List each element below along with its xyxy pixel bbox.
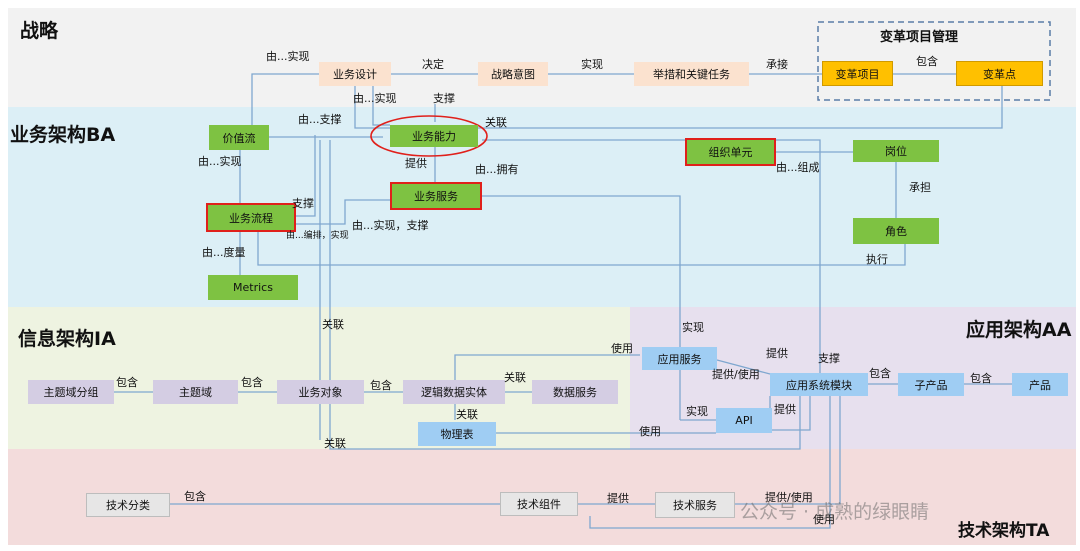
- node-data-service[interactable]: 数据服务: [532, 380, 618, 404]
- rel-contain-3: 包含: [116, 376, 138, 389]
- node-tech-service[interactable]: 技术服务: [655, 492, 735, 518]
- rel-measured-by: 由...度量: [202, 246, 246, 259]
- rel-support-3: 支撑: [818, 352, 840, 365]
- reform-group-border: [817, 21, 1051, 101]
- rel-provide-3: 提供: [774, 403, 796, 416]
- rel-provide-2: 提供: [766, 347, 788, 360]
- node-tech-component[interactable]: 技术组件: [500, 492, 578, 516]
- node-business-capability[interactable]: 业务能力: [390, 125, 478, 147]
- node-business-process[interactable]: 业务流程: [206, 203, 296, 232]
- rel-use-1: 使用: [611, 342, 633, 355]
- node-sub-product[interactable]: 子产品: [898, 373, 964, 396]
- node-app-system-module[interactable]: 应用系统模块: [770, 373, 868, 396]
- node-business-design[interactable]: 业务设计: [319, 62, 391, 86]
- rel-realize-3: 实现: [686, 405, 708, 418]
- node-measures-tasks[interactable]: 举措和关键任务: [634, 62, 749, 86]
- node-api[interactable]: API: [716, 408, 772, 433]
- rel-associate-2: 关联: [322, 318, 344, 331]
- rel-provide-use-2: 提供/使用: [765, 491, 813, 504]
- node-logical-data-entity[interactable]: 逻辑数据实体: [403, 380, 505, 404]
- node-subject-domain-group[interactable]: 主题域分组: [28, 380, 114, 404]
- rel-associate-4: 关联: [456, 408, 478, 421]
- node-subject-domain[interactable]: 主题域: [153, 380, 238, 404]
- aa-title: 应用架构AA: [966, 319, 1072, 341]
- rel-owned-by: 由...拥有: [475, 163, 519, 176]
- node-product[interactable]: 产品: [1012, 373, 1068, 396]
- rel-realized-support: 由...实现，支撑: [352, 219, 429, 232]
- strategy-title: 战略: [20, 20, 59, 42]
- node-value-stream[interactable]: 价值流: [209, 125, 269, 150]
- rel-use-2: 使用: [639, 425, 661, 438]
- node-org-unit[interactable]: 组织单元: [685, 138, 776, 166]
- rel-bear: 承担: [909, 181, 931, 194]
- rel-support-1: 支撑: [433, 92, 455, 105]
- node-strategic-intent[interactable]: 战略意图: [478, 62, 548, 86]
- rel-support-2: 支撑: [292, 197, 314, 210]
- band-ia: [8, 307, 630, 449]
- ta-title: 技术架构TA: [958, 521, 1050, 541]
- node-position[interactable]: 岗位: [853, 140, 939, 162]
- rel-realize-1: 实现: [581, 58, 603, 71]
- rel-use-3: 使用: [813, 513, 835, 526]
- rel-realized-by-2: 由...实现: [353, 92, 397, 105]
- rel-provide-4: 提供: [607, 492, 629, 505]
- node-business-object[interactable]: 业务对象: [277, 380, 364, 404]
- rel-composed-by: 由...组成: [776, 161, 820, 174]
- node-tech-category[interactable]: 技术分类: [86, 493, 170, 517]
- rel-contain-5: 包含: [370, 379, 392, 392]
- reform-group-title: 变革项目管理: [880, 30, 959, 45]
- rel-execute: 执行: [866, 253, 888, 266]
- rel-orchestrated-by: 由...编排，实现: [286, 231, 349, 241]
- rel-undertake: 承接: [766, 58, 788, 71]
- rel-associate-1: 关联: [485, 116, 507, 129]
- node-physical-table[interactable]: 物理表: [418, 422, 496, 446]
- rel-associate-3: 关联: [504, 371, 526, 384]
- rel-realized-by-1: 由...实现: [266, 50, 310, 63]
- watermark: 公众号 · 成熟的绿眼睛: [740, 501, 930, 523]
- node-business-service[interactable]: 业务服务: [390, 182, 482, 210]
- ba-title: 业务架构BA: [10, 124, 116, 146]
- rel-decide: 决定: [422, 58, 444, 71]
- rel-contain-6b: 包含: [184, 490, 206, 503]
- rel-supported-by: 由...支撑: [298, 113, 342, 126]
- rel-contain-6: 包含: [970, 372, 992, 385]
- rel-realized-by-3: 由...实现: [198, 155, 242, 168]
- node-application-service[interactable]: 应用服务: [642, 347, 717, 370]
- band-strategy: [8, 8, 1076, 107]
- capability-highlight-ellipse: [370, 115, 488, 157]
- node-reform-project[interactable]: 变革项目: [822, 61, 893, 86]
- node-metrics[interactable]: Metrics: [208, 275, 298, 300]
- rel-provide-use-1: 提供/使用: [712, 368, 760, 381]
- node-role[interactable]: 角色: [853, 218, 939, 244]
- rel-contain-4: 包含: [241, 376, 263, 389]
- ia-title: 信息架构IA: [18, 328, 116, 350]
- rel-contain-2: 包含: [869, 367, 891, 380]
- rel-provide-1: 提供: [405, 157, 427, 170]
- rel-realize-2: 实现: [682, 321, 704, 334]
- rel-associate-5: 关联: [324, 437, 346, 450]
- node-reform-point[interactable]: 变革点: [956, 61, 1043, 86]
- rel-contain-1: 包含: [916, 55, 938, 68]
